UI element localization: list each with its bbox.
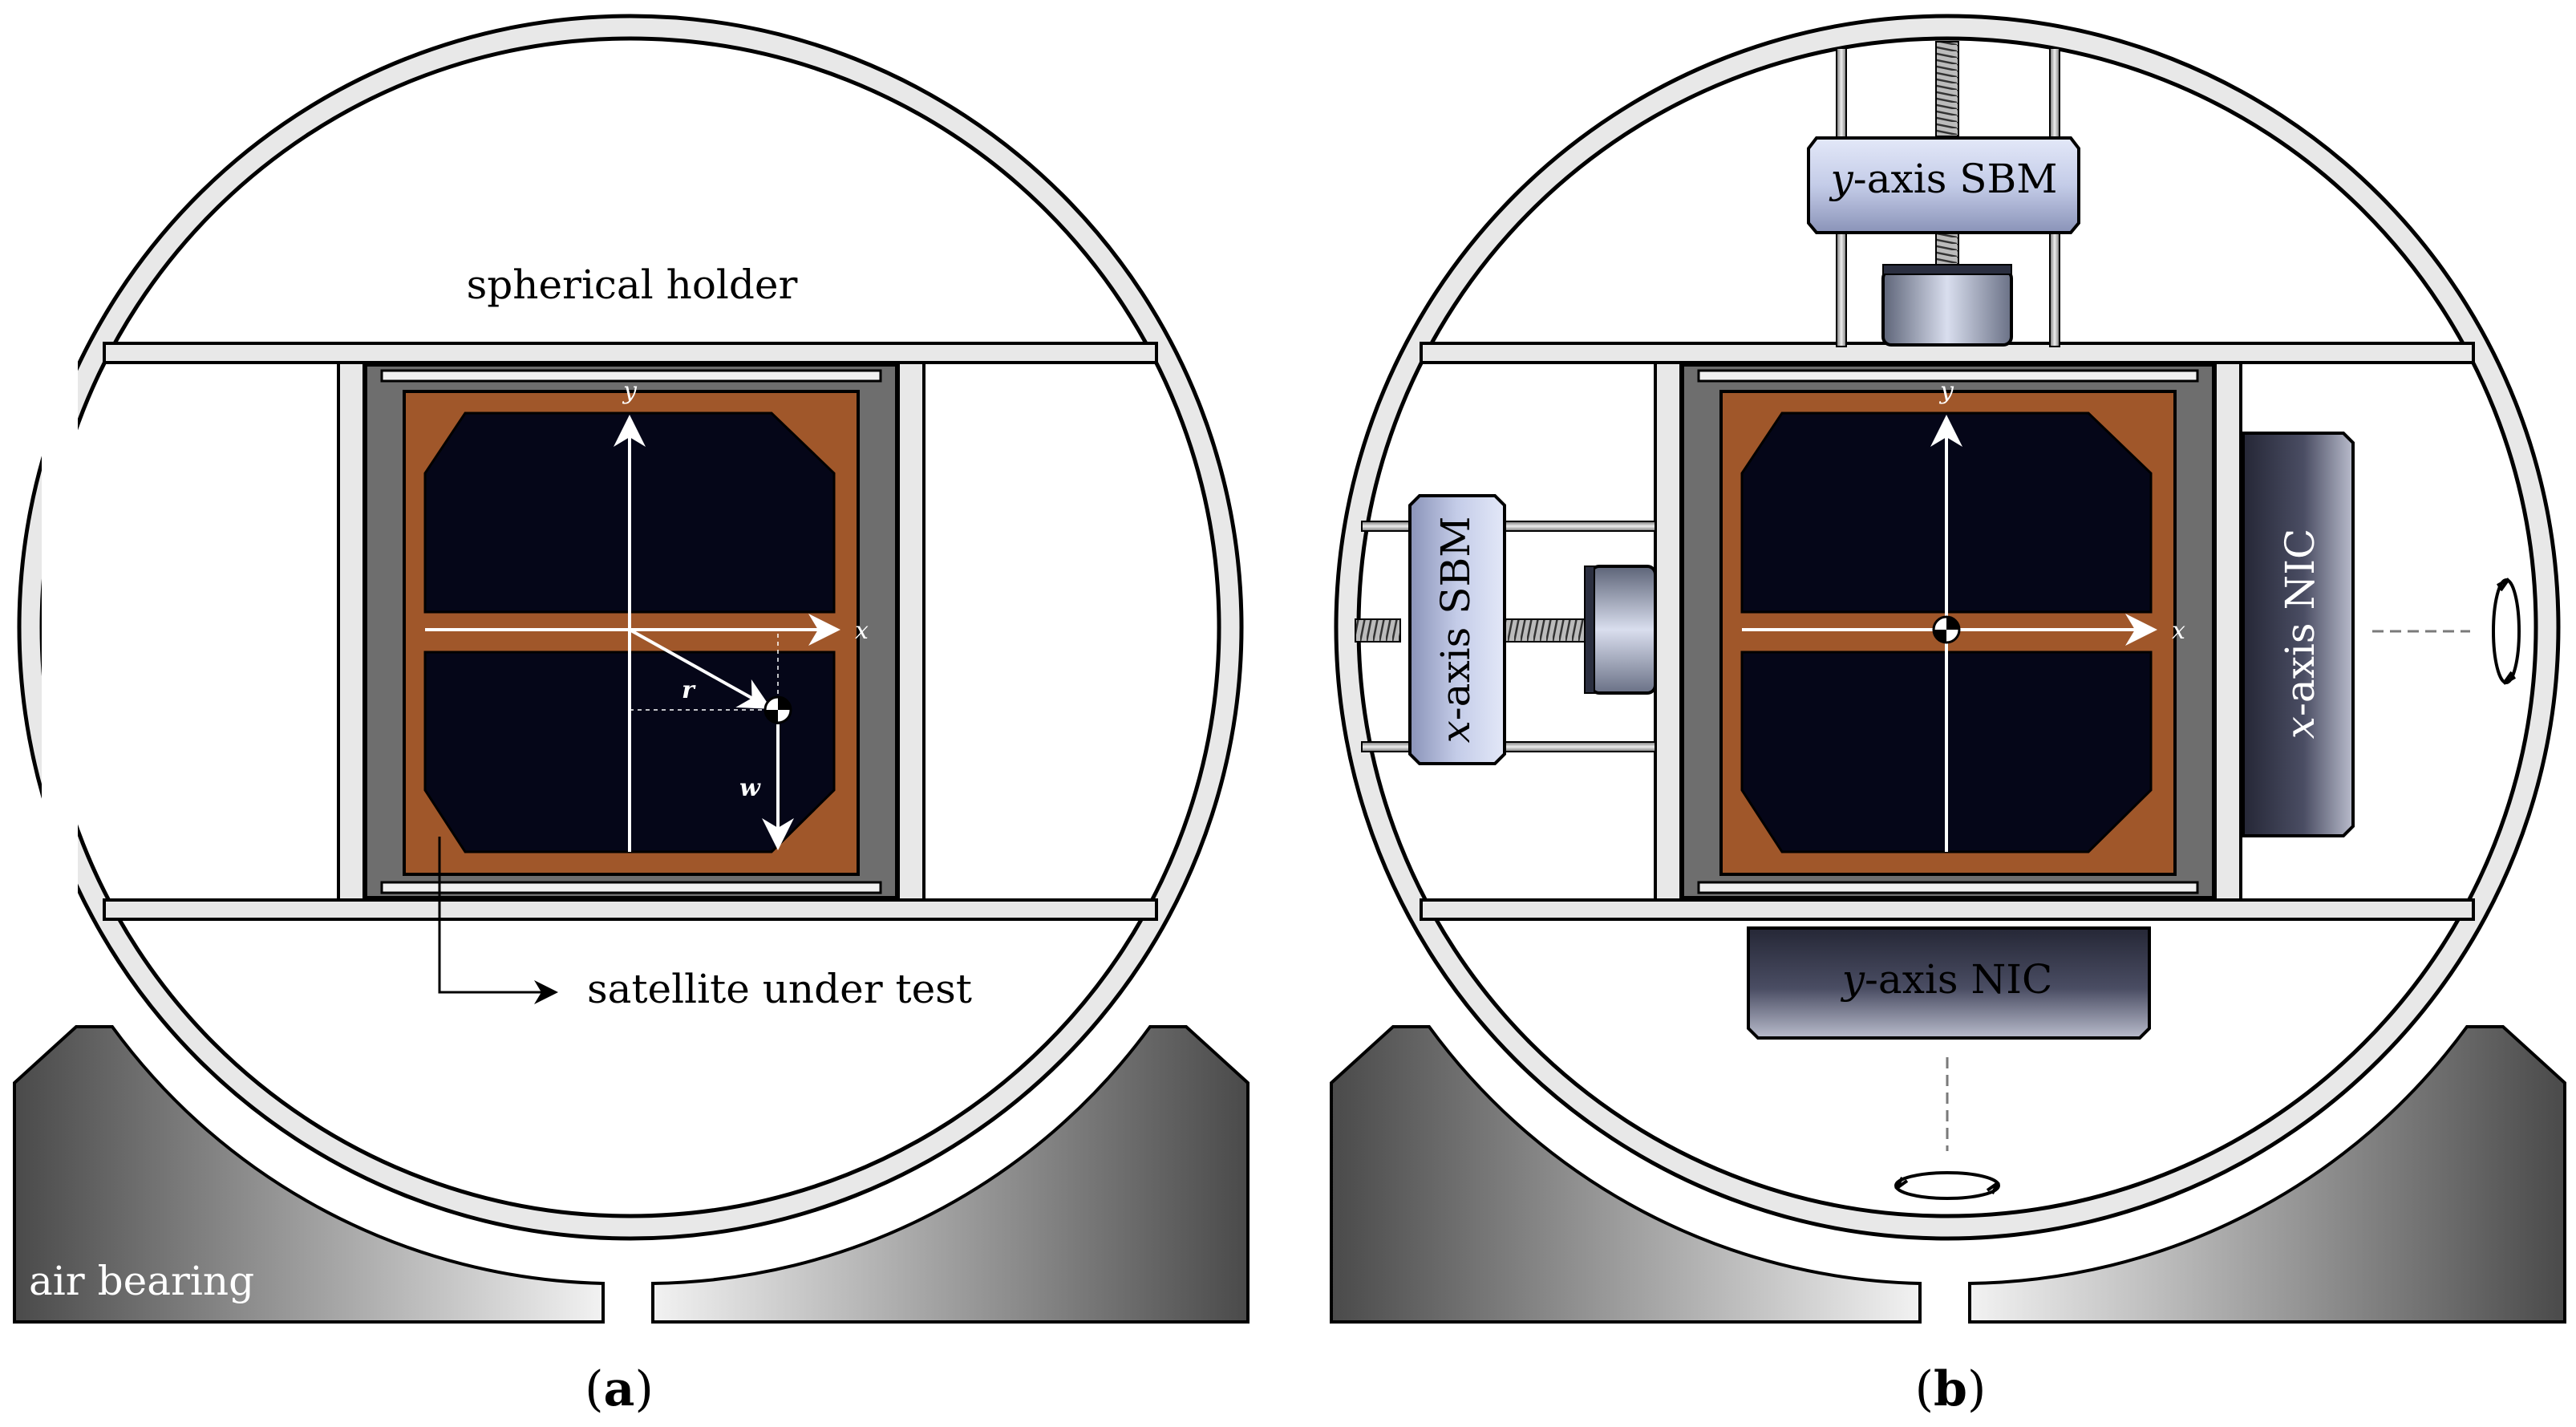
x-axis-sbm-mass <box>1590 565 1657 695</box>
r-vector <box>629 628 772 709</box>
air-bearing-right <box>651 1025 1250 1324</box>
y-axis-label-b: y <box>1938 377 1954 405</box>
caption-a: (a) <box>585 1361 654 1417</box>
satellite-under-test-label: satellite under test <box>587 966 972 1012</box>
center-of-mass-icon-b <box>1932 615 1961 644</box>
r-vector-label: r <box>682 676 696 704</box>
x-axis-label-b: x <box>2172 617 2185 645</box>
satellite-pointer-arrow <box>438 837 558 1004</box>
svg-text:x-axis NIC: x-axis NIC <box>2277 529 2323 739</box>
x-axis-sbm: x-axis SBM <box>1408 494 1506 765</box>
rotation-icon-y <box>1894 1171 2000 1200</box>
w-vector-label: w <box>739 774 761 802</box>
y-axis-label-a: y <box>622 377 638 405</box>
caption-b: (b) <box>1915 1361 1987 1417</box>
y-axis-sbm-mass <box>1881 269 2013 347</box>
spherical-holder-label: spherical holder <box>467 261 798 308</box>
y-axis-sbm: y-axis SBM <box>1807 136 2080 234</box>
air-bearing-left <box>13 1025 605 1324</box>
air-bearing-label: air bearing <box>29 1258 254 1304</box>
svg-text:y-axis SBM: y-axis SBM <box>1829 156 2058 202</box>
x-axis-nic: x-axis NIC <box>2242 432 2355 837</box>
rotation-icon-x <box>2492 578 2521 685</box>
air-bearing-left-b <box>1330 1025 1922 1324</box>
air-bearing-right-b <box>1968 1025 2566 1324</box>
center-of-mass-icon-a <box>763 695 792 724</box>
y-axis-nic: y-axis NIC <box>1747 926 2151 1040</box>
x-axis-label-a: x <box>855 617 869 645</box>
panel-b: y-axis SBM y x x-axis SBM <box>1330 14 2566 1417</box>
svg-text:y-axis NIC: y-axis NIC <box>1841 956 2052 1003</box>
panel-a: y x r w spherical holder satellite under… <box>13 14 1250 1417</box>
svg-text:x-axis SBM: x-axis SBM <box>1432 517 1479 744</box>
